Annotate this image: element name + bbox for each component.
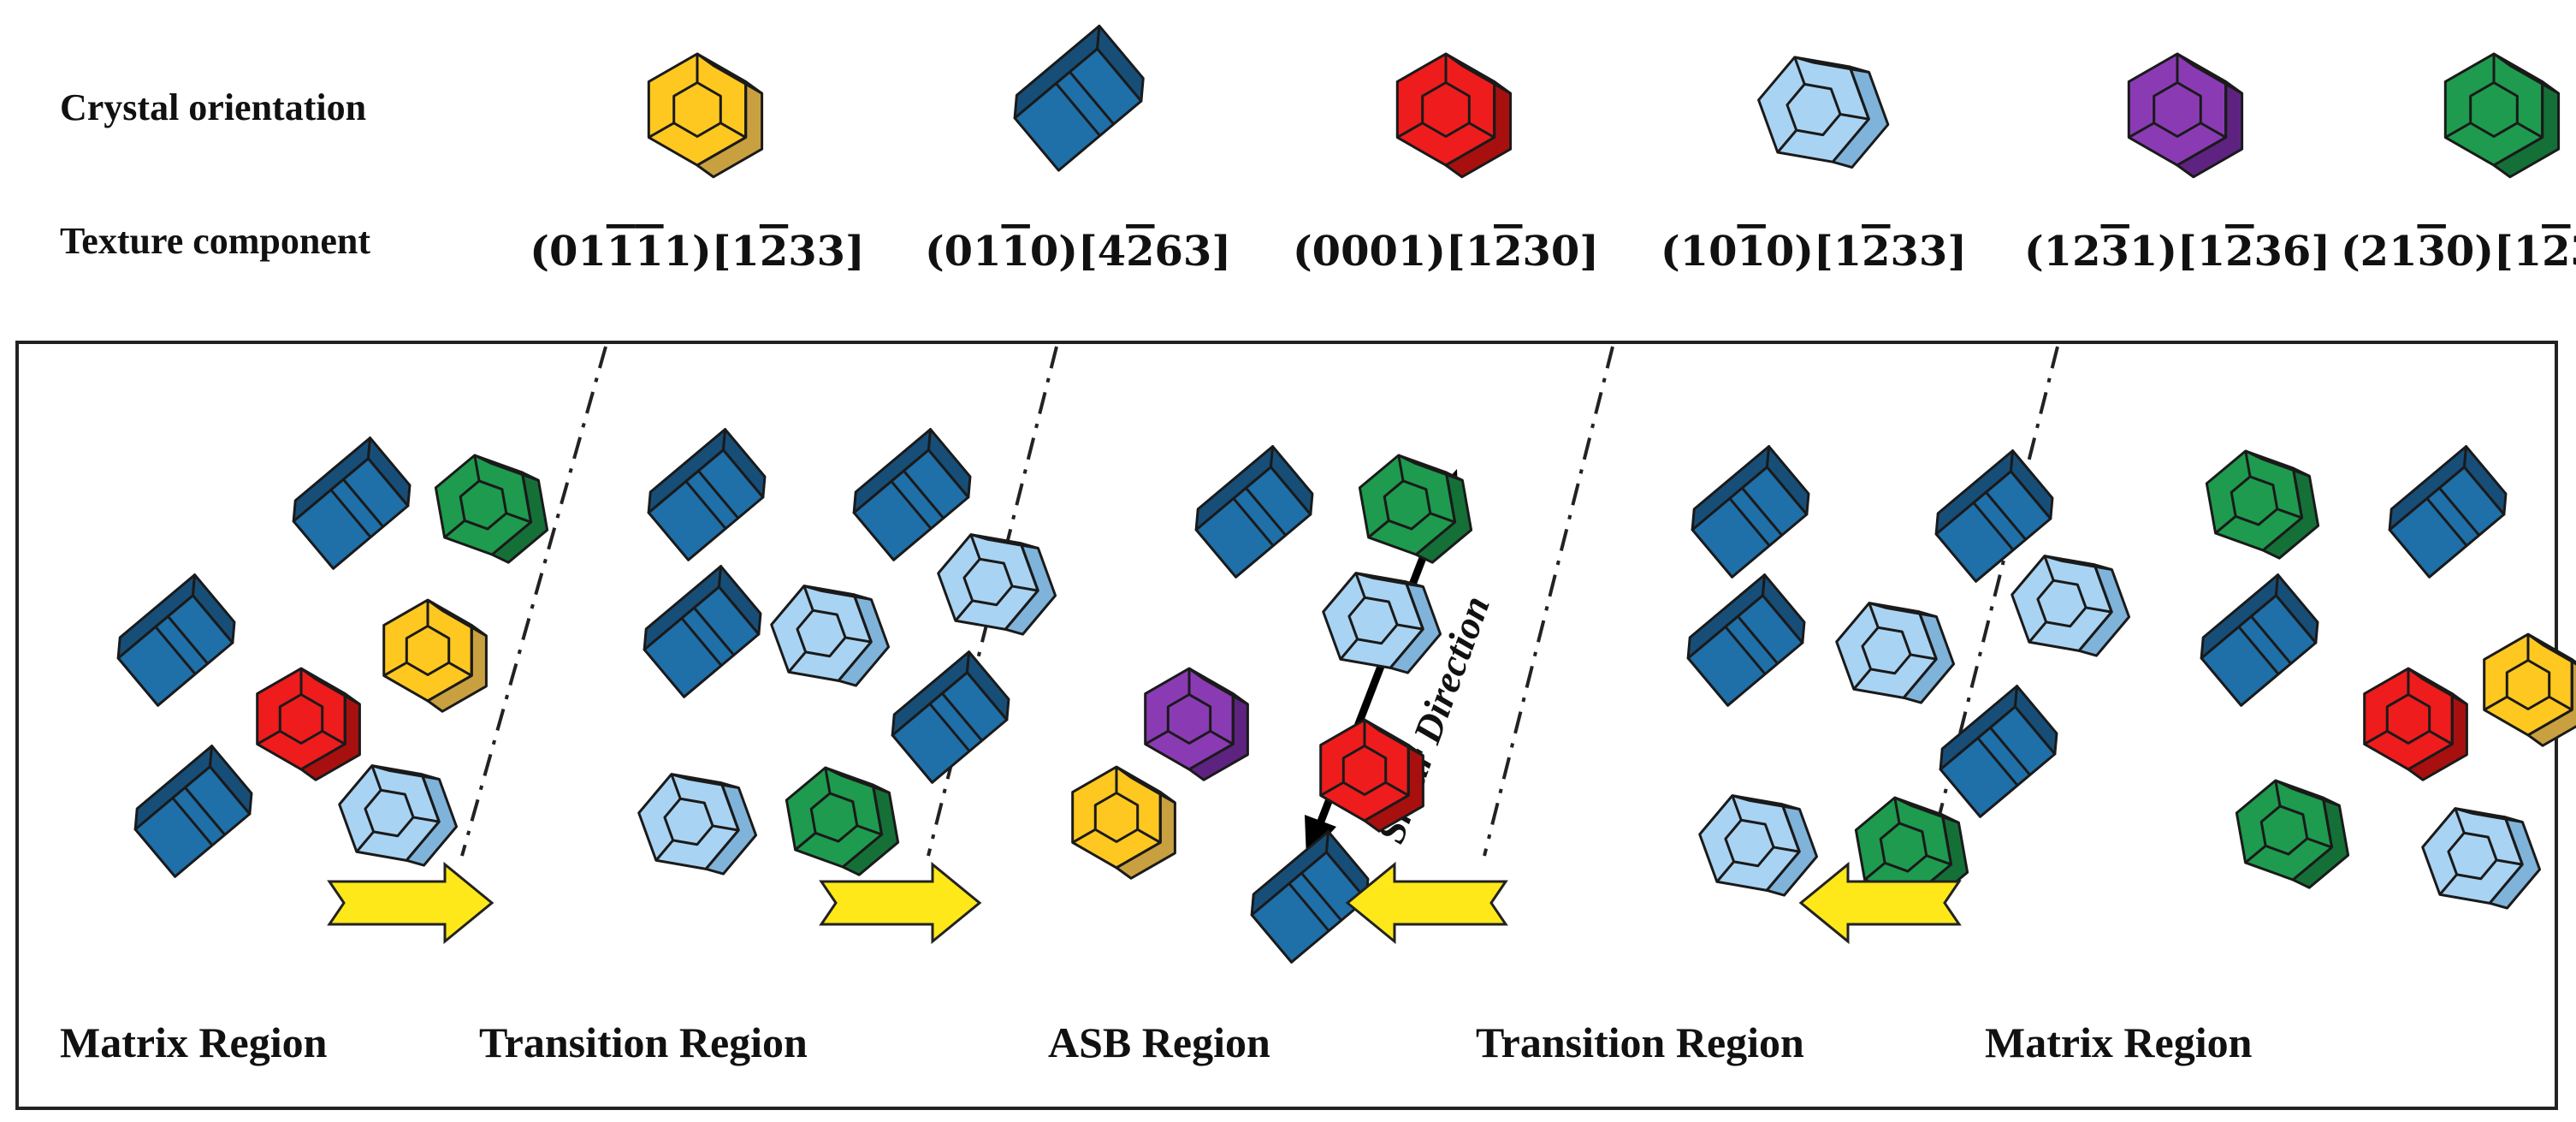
region-crystal-32 (2388, 445, 2508, 579)
region-crystal-12 (770, 585, 891, 687)
legend-crystal-3 (1395, 52, 1513, 179)
texture-component-1: (01111)[1233] (530, 228, 864, 276)
region-label-matrix-left: Matrix Region (60, 1018, 328, 1066)
texture-component-3: (0001)[1230] (1293, 228, 1599, 276)
region-crystal-31 (2205, 449, 2320, 560)
region-crystal-19 (1144, 667, 1249, 781)
boundary-line-1 (460, 346, 607, 857)
region-crystal-6 (133, 745, 253, 878)
region-crystal-20 (1319, 718, 1424, 833)
region-crystals (116, 428, 2576, 964)
region-crystal-29 (1698, 794, 1819, 897)
legend-crystal-5 (2127, 52, 2244, 179)
legend-crystal-4 (1757, 56, 1890, 169)
region-crystal-13 (891, 650, 1010, 784)
region-crystal-11 (643, 565, 762, 698)
texture-component-5: (1231)[1236] (2024, 228, 2330, 276)
legend-crystal-1 (647, 52, 764, 179)
boundary-line-2 (927, 346, 1058, 857)
region-crystal-5 (256, 667, 361, 781)
region-crystal-33 (2200, 573, 2319, 707)
region-crystal-1 (292, 436, 412, 570)
region-crystal-8 (647, 428, 767, 561)
region-crystal-17 (1358, 454, 1473, 564)
texture-component-6: (2130)[1233] (2341, 228, 2576, 276)
region-crystal-4 (382, 598, 488, 713)
region-label-matrix-right: Matrix Region (1985, 1018, 2253, 1066)
region-crystal-27 (1835, 602, 1956, 704)
arrow-right-1 (327, 861, 494, 945)
region-crystal-3 (116, 573, 236, 707)
legend-crystals (647, 24, 2561, 179)
texture-component-2: (0110)[4263] (925, 228, 1231, 276)
migration-arrows (327, 861, 1962, 945)
texture-component-4: (1010)[1233] (1661, 228, 1967, 276)
region-crystal-16 (1194, 445, 1314, 579)
region-crystal-28 (1939, 685, 2058, 818)
region-crystal-18 (1322, 572, 1442, 674)
region-crystal-25 (2010, 555, 2131, 657)
texture-component-label: Texture component (60, 220, 370, 262)
legend-crystal-6 (2443, 52, 2561, 179)
regions-frame (15, 341, 2558, 1110)
legend-textures: (01111)[1233] (0110)[4263] (0001)[1230] (10… (530, 228, 2576, 276)
region-crystal-21 (1071, 765, 1176, 880)
region-label-asb: ASB Region (1048, 1018, 1270, 1066)
region-crystal-23 (1691, 445, 1810, 579)
arrow-left-3 (1345, 861, 1508, 945)
boundary-line-3 (1483, 346, 1614, 857)
region-crystal-24 (1934, 449, 2054, 583)
arrow-left-4 (1798, 861, 1962, 945)
region-crystal-37 (2421, 807, 2542, 910)
region-label-transition-left: Transition Region (479, 1018, 808, 1066)
crystal-orientation-label: Crystal orientation (60, 86, 366, 128)
region-crystal-7 (338, 764, 459, 867)
region-crystal-9 (852, 428, 972, 561)
legend-crystal-2 (1013, 24, 1145, 172)
region-crystal-14 (637, 773, 758, 876)
region-crystal-26 (1686, 573, 1806, 707)
region-crystal-36 (2235, 779, 2350, 889)
region-crystal-10 (937, 533, 1057, 636)
region-crystal-34 (2363, 667, 2468, 781)
region-crystal-15 (785, 766, 900, 876)
region-crystal-35 (2483, 632, 2576, 747)
region-crystal-2 (434, 454, 549, 564)
arrow-right-2 (819, 861, 982, 945)
region-label-transition-right: Transition Region (1476, 1018, 1804, 1066)
